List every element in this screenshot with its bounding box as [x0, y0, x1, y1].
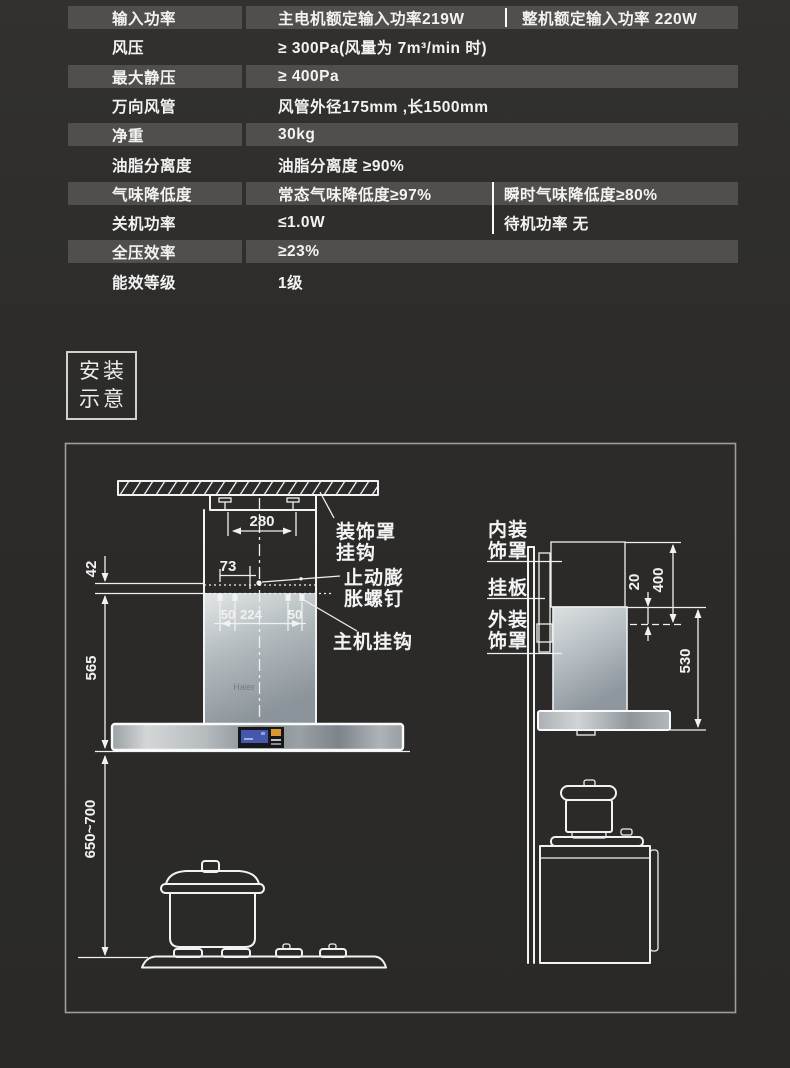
inner-cover	[550, 541, 626, 608]
dim-20: 20	[626, 574, 643, 591]
spec-label: 最大静压	[68, 65, 242, 88]
spec-value: 30kg	[246, 123, 738, 146]
section-badge: 安装 示意	[66, 351, 137, 420]
expansion-screw-icon	[256, 580, 262, 586]
table-row: 全压效率 ≥23%	[0, 237, 790, 266]
hood-body-side	[537, 710, 671, 731]
label-screw-1: 止动膨	[344, 566, 404, 589]
spec-table: 输入功率 主电机额定输入功率219W 整机额定输入功率 220W 风压 ≥ 30…	[0, 0, 790, 300]
table-row: 输入功率 主电机额定输入功率219W 整机额定输入功率 220W	[0, 3, 790, 32]
label-outer-cover-1: 外装	[488, 608, 528, 631]
pot-on-stove	[141, 860, 387, 969]
label-inner-cover-1: 内装	[488, 518, 528, 541]
column-divider	[492, 182, 494, 234]
dim-530: 530	[677, 648, 694, 673]
spec-value: ≥ 400Pa	[246, 65, 738, 88]
spec-value: 风管外径175mm ,长1500mm	[246, 94, 738, 117]
table-row: 能效等级 1级	[0, 267, 790, 296]
label-inner-cover-2: 饰罩	[488, 539, 528, 562]
table-row: 油脂分离度 油脂分离度 ≥90%	[0, 150, 790, 179]
brand-logo: Haier	[233, 682, 255, 692]
spec-label: 关机功率	[112, 215, 177, 233]
spec-label: 能效等级	[112, 274, 177, 292]
table-row: 净重 30kg	[0, 120, 790, 149]
rice-cooker	[560, 779, 633, 839]
badge-line2: 示意	[79, 387, 127, 411]
label-cover-hook-1: 装饰罩	[335, 520, 396, 543]
outer-cover	[552, 606, 628, 712]
spec-value-text: 常态气味降低度≥97%	[278, 186, 432, 204]
spec-value: ≥23%	[246, 240, 738, 263]
spec-value: 油脂分离度 ≥90%	[246, 153, 738, 176]
cover-hook-icon	[218, 497, 300, 509]
spec-value-text: 油脂分离度 ≥90%	[278, 157, 405, 175]
spec-value: ≥ 300Pa(风量为 7m³/min 时)	[246, 35, 738, 58]
main-hook-icons	[217, 594, 305, 601]
spec-value2-text: 瞬时气味降低度≥80%	[504, 186, 658, 204]
table-row: 最大静压 ≥ 400Pa	[0, 62, 790, 91]
control-display	[238, 727, 284, 748]
spec-value2-text: 待机功率 无	[504, 215, 589, 233]
spec-label: 万向风管	[112, 98, 177, 116]
label-screw-2: 胀螺钉	[344, 587, 404, 610]
spec-value-text: 主电机额定输入功率219W	[278, 10, 465, 28]
spec-value-text: ≥23%	[278, 242, 320, 260]
dim-400: 400	[650, 567, 667, 592]
spec-value: 1级	[246, 270, 738, 293]
label-outer-cover-2: 饰罩	[488, 629, 528, 652]
spec-value-text: 1级	[278, 274, 304, 292]
spec-value2-text: 整机额定输入功率 220W	[522, 10, 698, 28]
label-hanging-plate: 挂板	[488, 576, 528, 599]
badge-line1: 安装	[79, 360, 127, 384]
spec-value: ≤1.0W 待机功率 无	[246, 211, 738, 234]
dim-650-700: 650~700	[82, 800, 99, 859]
dim-42: 42	[83, 561, 100, 578]
spec-label: 净重	[68, 123, 242, 146]
ceiling-hatch	[119, 480, 379, 496]
spec-value-text: 30kg	[278, 125, 316, 143]
cabinet	[539, 836, 659, 964]
spec-label: 油脂分离度	[112, 157, 193, 175]
diagram-frame	[64, 442, 737, 1014]
label-cover-hook-2: 挂钩	[336, 541, 376, 564]
spec-value-text: 风管外径175mm ,长1500mm	[278, 98, 489, 116]
spec-label: 输入功率	[68, 6, 242, 29]
front-view: Haier 280 73 50	[78, 480, 413, 969]
spec-value-text: ≥ 400Pa	[278, 67, 340, 85]
dim-224: 224	[240, 607, 262, 622]
main-hook-leader	[303, 599, 358, 632]
hood-outlet-tab	[576, 729, 596, 736]
spec-value-text: ≥ 300Pa(风量为 7m³/min 时)	[278, 39, 487, 57]
table-row: 万向风管 风管外径175mm ,长1500mm	[0, 91, 790, 120]
label-main-hook: 主机挂钩	[333, 630, 413, 653]
dim-565: 565	[83, 655, 100, 680]
cover-hook-leader	[319, 491, 335, 519]
spec-label: 风压	[112, 39, 145, 57]
dim-50-left: 50	[221, 607, 235, 622]
spec-label: 全压效率	[68, 240, 242, 263]
dim-73: 73	[220, 558, 237, 575]
table-row: 风压 ≥ 300Pa(风量为 7m³/min 时)	[0, 32, 790, 61]
dim-280: 280	[249, 513, 274, 530]
side-view: 400 20 530 内装 饰罩 挂板 外装 饰罩	[487, 518, 706, 964]
spec-label: 气味降低度	[68, 182, 242, 205]
cover-hook-bracket	[209, 494, 317, 511]
dim-50-right: 50	[288, 607, 302, 622]
table-row: 关机功率 ≤1.0W 待机功率 无	[0, 208, 790, 237]
spec-value: 主电机额定输入功率219W 整机额定输入功率 220W	[246, 6, 738, 29]
cover-hook-block	[536, 623, 553, 643]
spec-value-text: ≤1.0W	[278, 213, 326, 231]
hanging-plate	[538, 552, 551, 653]
column-divider	[505, 8, 507, 27]
